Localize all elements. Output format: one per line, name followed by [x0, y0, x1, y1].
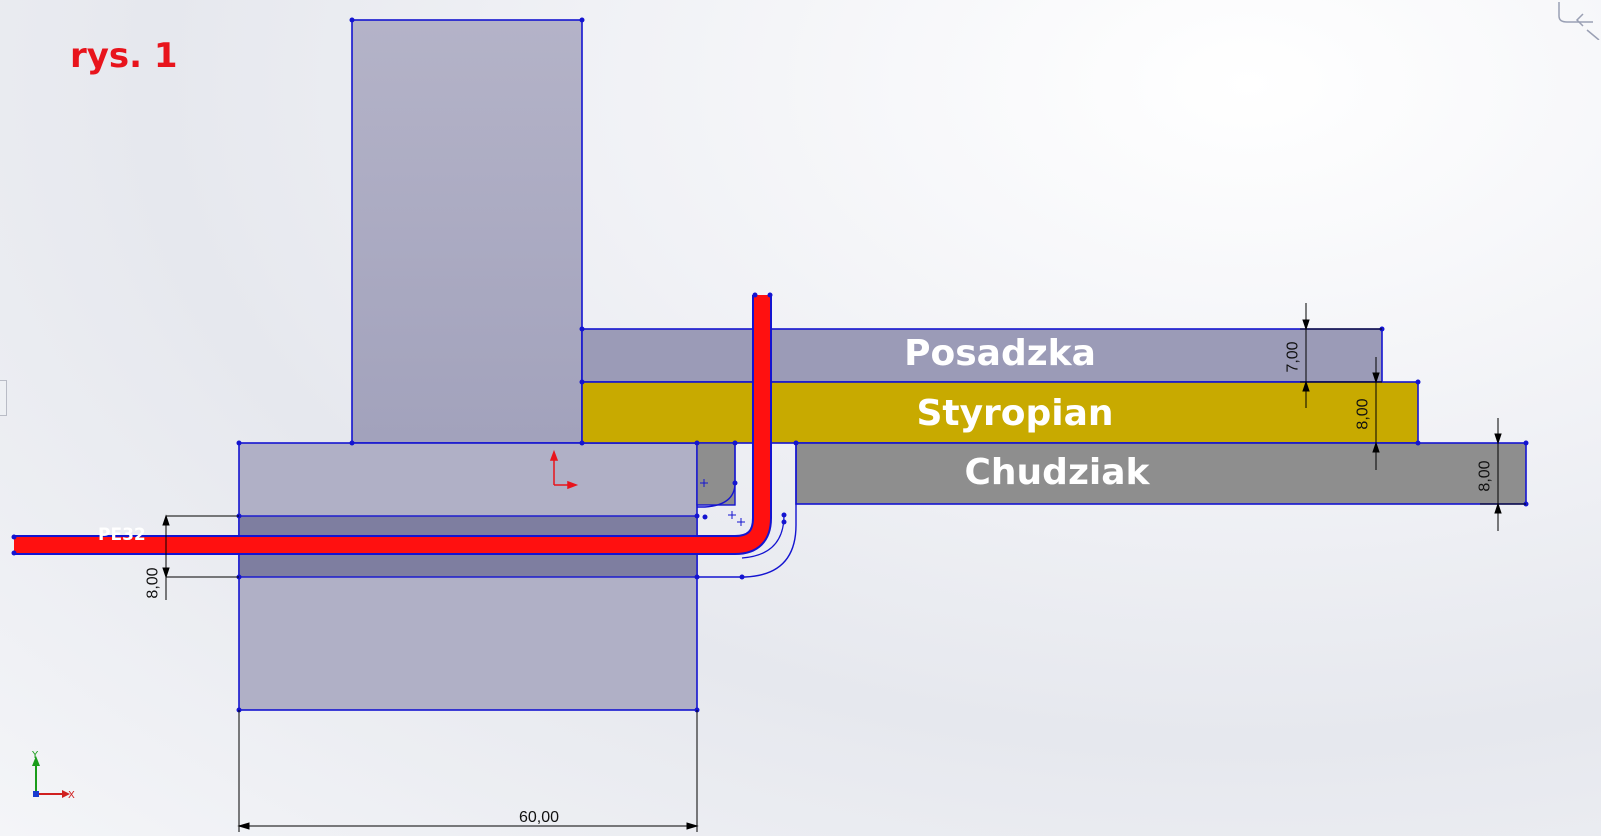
dim-chudziak[interactable] [1480, 418, 1526, 531]
dim-styropian-value[interactable]: 8,00 [1354, 398, 1372, 430]
posadzka-label: Posadzka [904, 333, 1096, 374]
axis-x-label: X [68, 790, 75, 801]
heads-up-toolbar-icon[interactable] [1553, 0, 1601, 40]
chudziak-gap-strip[interactable] [696, 442, 736, 506]
dim-sleeve-value[interactable]: 8,00 [144, 567, 162, 599]
dim-posadzka-value[interactable]: 7,00 [1284, 341, 1302, 373]
center-marks [700, 479, 745, 526]
dim-foundation-value[interactable]: 60,00 [519, 809, 560, 826]
axis-triad [32, 756, 70, 798]
left-panel-collapse-handle[interactable] [0, 380, 7, 416]
pipe-label: PE32 [98, 525, 146, 545]
origin-marker [549, 449, 579, 490]
dim-posadzka[interactable] [1300, 303, 1382, 408]
dim-chudziak-value[interactable]: 8,00 [1476, 460, 1494, 492]
styropian-label: Styropian [916, 393, 1114, 434]
sketch-points [11, 17, 1529, 713]
chudziak-label: Chudziak [964, 452, 1150, 493]
dim-foundation-width[interactable] [237, 710, 699, 832]
sleeve-arc-outer[interactable] [697, 443, 797, 578]
wall-block[interactable] [351, 19, 583, 444]
figure-label: rys. 1 [70, 36, 178, 76]
dim-sleeve[interactable] [162, 514, 239, 600]
dim-styropian[interactable] [1372, 357, 1380, 470]
axis-y-label: Y [31, 750, 39, 761]
pe32-pipe-fill [14, 295, 770, 553]
chudziak-layer[interactable] [795, 442, 1527, 505]
